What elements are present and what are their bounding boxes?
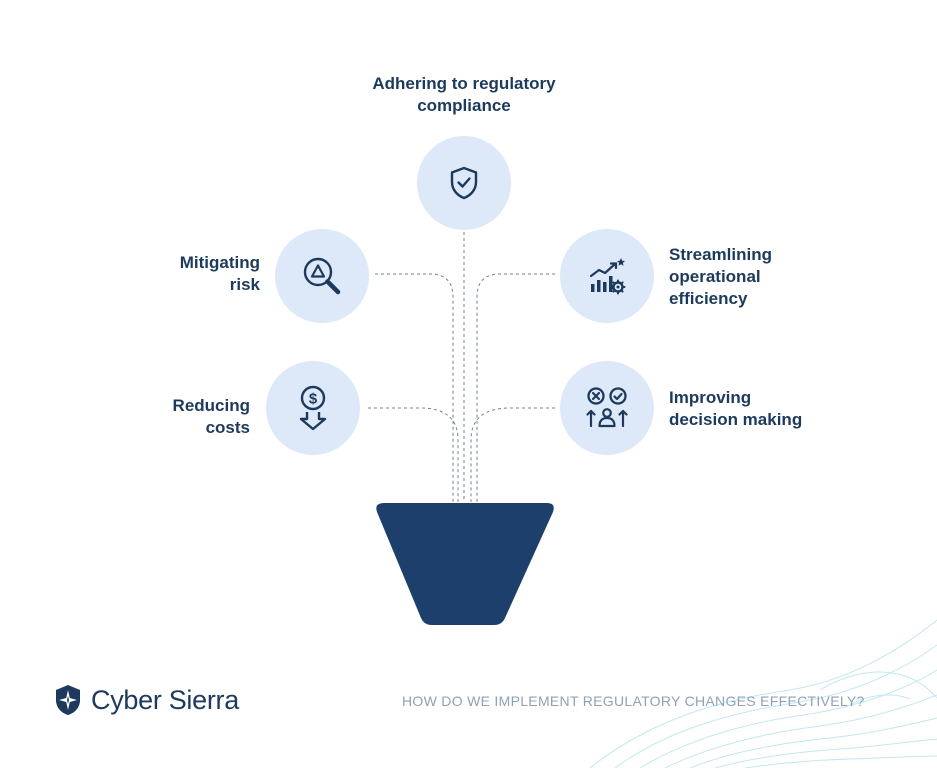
- connector-lines: [368, 232, 555, 502]
- label-line: compliance: [417, 96, 511, 115]
- label-regulatory-compliance: Adhering to regulatory compliance: [340, 73, 588, 117]
- connector-right-lower: [470, 407, 555, 502]
- connector-right-upper: [476, 273, 555, 502]
- label-line: Streamlining: [669, 245, 772, 264]
- magnifier-triangle-icon: [303, 257, 341, 295]
- node-reducing-costs: $: [266, 361, 360, 455]
- decision-people-icon: [586, 387, 628, 428]
- node-mitigating-risk: [275, 229, 369, 323]
- node-decision-making: [560, 361, 654, 455]
- label-line: risk: [229, 275, 260, 294]
- node-operational-efficiency: [560, 229, 654, 323]
- label-mitigating-risk: Mitigating risk: [130, 252, 260, 296]
- label-line: decision making: [669, 410, 803, 429]
- label-line: Improving: [669, 388, 752, 407]
- pot-shape: [376, 503, 554, 625]
- cyber-sierra-logo-icon: [56, 685, 80, 715]
- node-regulatory-compliance: [417, 136, 511, 230]
- label-line: Mitigating: [179, 253, 260, 272]
- shield-check-icon: [450, 166, 478, 200]
- label-line: efficiency: [669, 289, 748, 308]
- label-line: Reducing: [172, 396, 250, 415]
- connector-left-upper: [375, 273, 454, 502]
- label-line: operational: [669, 267, 761, 286]
- label-operational-efficiency: Streamlining operational efficiency: [669, 244, 839, 310]
- label-reducing-costs: Reducing costs: [120, 395, 250, 439]
- label-line: Adhering to regulatory: [372, 74, 556, 93]
- brand-logo: Cyber Sierra: [55, 684, 239, 716]
- growth-chart-gear-icon: [589, 258, 626, 295]
- dollar-down-arrow-icon: $: [299, 385, 327, 431]
- brand-name: Cyber Sierra: [91, 684, 239, 715]
- label-decision-making: Improving decision making: [669, 387, 869, 431]
- svg-text:$: $: [309, 391, 318, 408]
- label-line: costs: [205, 418, 250, 437]
- connector-left-lower: [368, 407, 459, 502]
- decorative-waves: [589, 619, 937, 768]
- footer-tagline: HOW DO WE IMPLEMENT REGULATORY CHANGES E…: [402, 693, 865, 709]
